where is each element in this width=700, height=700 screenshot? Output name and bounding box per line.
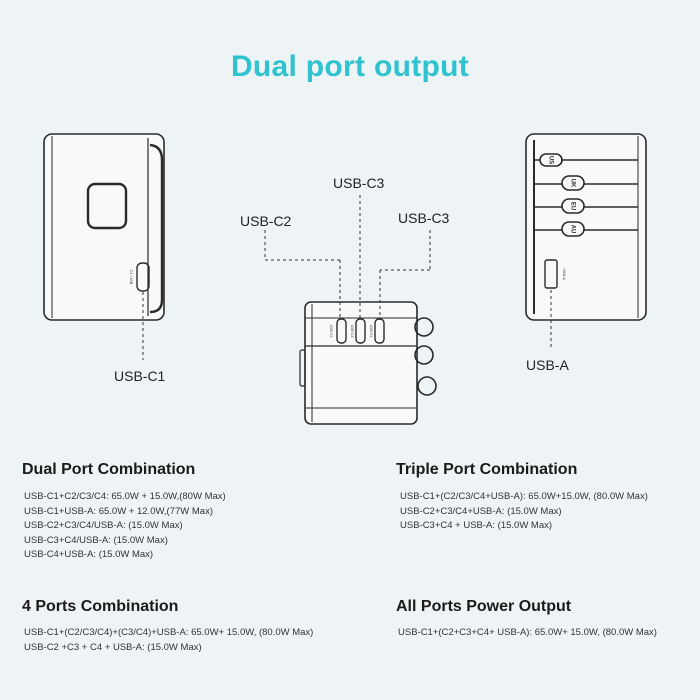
spec-line: USB-C2+C3/C4/USB-A: (15.0W Max) [24, 520, 183, 531]
plug-eu-label: EU [569, 202, 575, 210]
spec-line: USB-C1+(C2/C3/C4)+(C3/C4)+USB-A: 65.0W+ … [24, 627, 314, 638]
power-button-icon [86, 182, 128, 230]
usb-a-port-icon [544, 259, 558, 289]
label-usb-a: USB-A [526, 357, 569, 373]
usb-c1-port-icon [136, 262, 150, 292]
usb-c2-port-icon [336, 318, 347, 344]
page-title: Dual port output [230, 50, 470, 83]
label-usb-c3-right: USB-C3 [398, 210, 450, 226]
label-usb-c2: USB-C2 [240, 213, 292, 229]
spec-line: USB-C1+USB-A: 65.0W + 12.0W,(77W Max) [24, 505, 214, 517]
spec-line: USB-C3+C4 + USB-A: (15.0W Max) [400, 520, 553, 531]
right-device-view: US UK EU AU USB-A [525, 133, 647, 321]
dual-port-title: Dual Port Combination [22, 461, 196, 478]
all-ports-lines: USB-C1+(C2+C3+C4+ USB-A): 65.0W+ 15.0W, … [398, 626, 657, 641]
plug-uk-label: UK [569, 179, 575, 188]
label-usb-c1: USB-C1 [114, 368, 166, 384]
spec-line: USB-C3+C4/USB-A: (15.0W Max) [24, 534, 168, 546]
spec-line: USB-C2+C3/C4+USB-A: (15.0W Max) [400, 505, 562, 517]
spec-line: USB-C1+(C2+C3+C4+ USB-A): 65.0W+ 15.0W, … [398, 627, 657, 638]
center-port-text-1: USB·C2 [329, 325, 333, 338]
plug-au-label: AU [569, 225, 575, 234]
four-port-lines: USB-C1+(C2/C3/C4)+(C3/C4)+USB-A: 65.0W+ … [24, 626, 313, 655]
left-port-text: C1·USB [129, 270, 134, 285]
spec-line: USB-C2 +C3 + C4 + USB-A: (15.0W Max) [24, 641, 202, 653]
all-ports-title: All Ports Power Output [396, 598, 572, 615]
dual-port-lines: USB-C1+C2/C3/C4: 65.0W + 15.0W,(80W Max)… [24, 490, 226, 563]
callout-lines [142, 195, 552, 360]
device-diagram: C1·USB USB·C2 USB·C3 USB·C4 [43, 133, 647, 425]
triple-port-lines: USB-C1+(C2/C3/C4+USB-A): 65.0W+15.0W, (8… [400, 490, 648, 534]
right-port-text: USB-A [562, 268, 567, 281]
center-port-text-2: USB·C3 [350, 325, 354, 338]
four-port-title: 4 Ports Combination [22, 598, 179, 615]
spec-line: USB-C1+C2/C3/C4: 65.0W + 15.0W,(80W Max) [24, 491, 226, 502]
center-device-view: USB·C2 USB·C3 USB·C4 [299, 301, 437, 425]
spec-line: USB-C1+(C2/C3/C4+USB-A): 65.0W+15.0W, (8… [400, 491, 648, 502]
plug-us-label: US [547, 156, 553, 164]
usb-c3-port-icon [355, 318, 366, 344]
left-device-view: C1·USB [43, 133, 165, 321]
center-port-text-3: USB·C4 [369, 325, 373, 338]
label-usb-c3-top: USB-C3 [333, 175, 385, 191]
triple-port-title: Triple Port Combination [396, 461, 578, 478]
spec-line: USB-C4+USB-A: (15.0W Max) [24, 549, 154, 560]
